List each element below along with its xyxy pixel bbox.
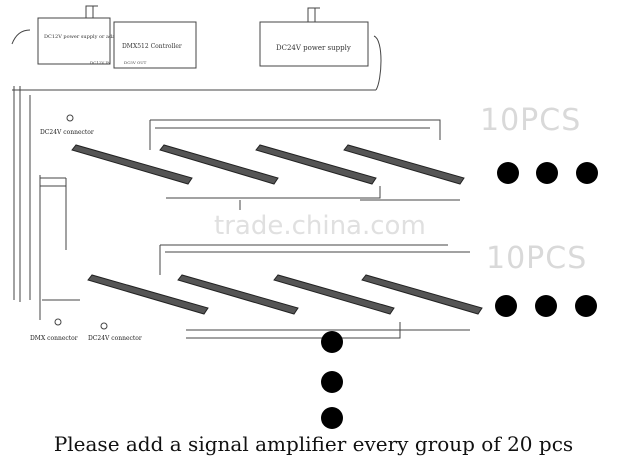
power-supply-right-label: DC24V power supply bbox=[276, 44, 351, 52]
dmx-connector-label: DMX connector bbox=[30, 335, 78, 342]
dot bbox=[321, 407, 343, 429]
watermark: trade.china.com bbox=[214, 211, 426, 241]
dc24v-connector-bottom-label: DC24V connector bbox=[88, 335, 142, 342]
dot bbox=[575, 295, 597, 317]
led-bar bbox=[255, 144, 377, 185]
dc24v-connector-bottom: DC24V connector bbox=[88, 322, 142, 342]
led-bars-bottom bbox=[87, 274, 483, 315]
led-bar bbox=[343, 144, 465, 185]
led-bar bbox=[159, 144, 279, 185]
controller-in-label: DC12V IN bbox=[90, 60, 111, 65]
controller-label: DMX512 Controller bbox=[122, 43, 182, 50]
dc24v-connector-top: DC24V connector bbox=[40, 114, 94, 136]
controller-out-label: DC5V OUT bbox=[124, 60, 147, 65]
dot bbox=[536, 162, 558, 184]
led-bar bbox=[273, 274, 395, 315]
dot bbox=[535, 295, 557, 317]
led-bar bbox=[87, 274, 209, 315]
led-bar bbox=[361, 274, 483, 315]
dot bbox=[321, 371, 343, 393]
led-bar bbox=[177, 274, 299, 315]
power-supply-left-box: DC12V power supply or adapter bbox=[37, 17, 126, 65]
dmx-connector: DMX connector bbox=[30, 318, 78, 342]
group-count-bottom: 10PCS bbox=[486, 241, 587, 276]
group-count-top: 10PCS bbox=[480, 103, 581, 138]
dot bbox=[497, 162, 519, 184]
wiring-lines bbox=[12, 86, 470, 339]
led-bar bbox=[71, 144, 193, 185]
power-supply-left-label: DC12V power supply or adapter bbox=[44, 34, 126, 40]
dot bbox=[576, 162, 598, 184]
continuation-dots bbox=[321, 162, 598, 429]
power-supply-right-box: DC24V power supply bbox=[259, 21, 369, 67]
dot bbox=[321, 331, 343, 353]
led-bars-top bbox=[71, 144, 465, 185]
dot bbox=[495, 295, 517, 317]
dmx-controller-box: DMX512 Controller DC12V IN DC5V OUT bbox=[90, 21, 197, 69]
caption: Please add a signal amplifier every grou… bbox=[53, 432, 574, 456]
dc24v-connector-top-label: DC24V connector bbox=[40, 129, 94, 136]
